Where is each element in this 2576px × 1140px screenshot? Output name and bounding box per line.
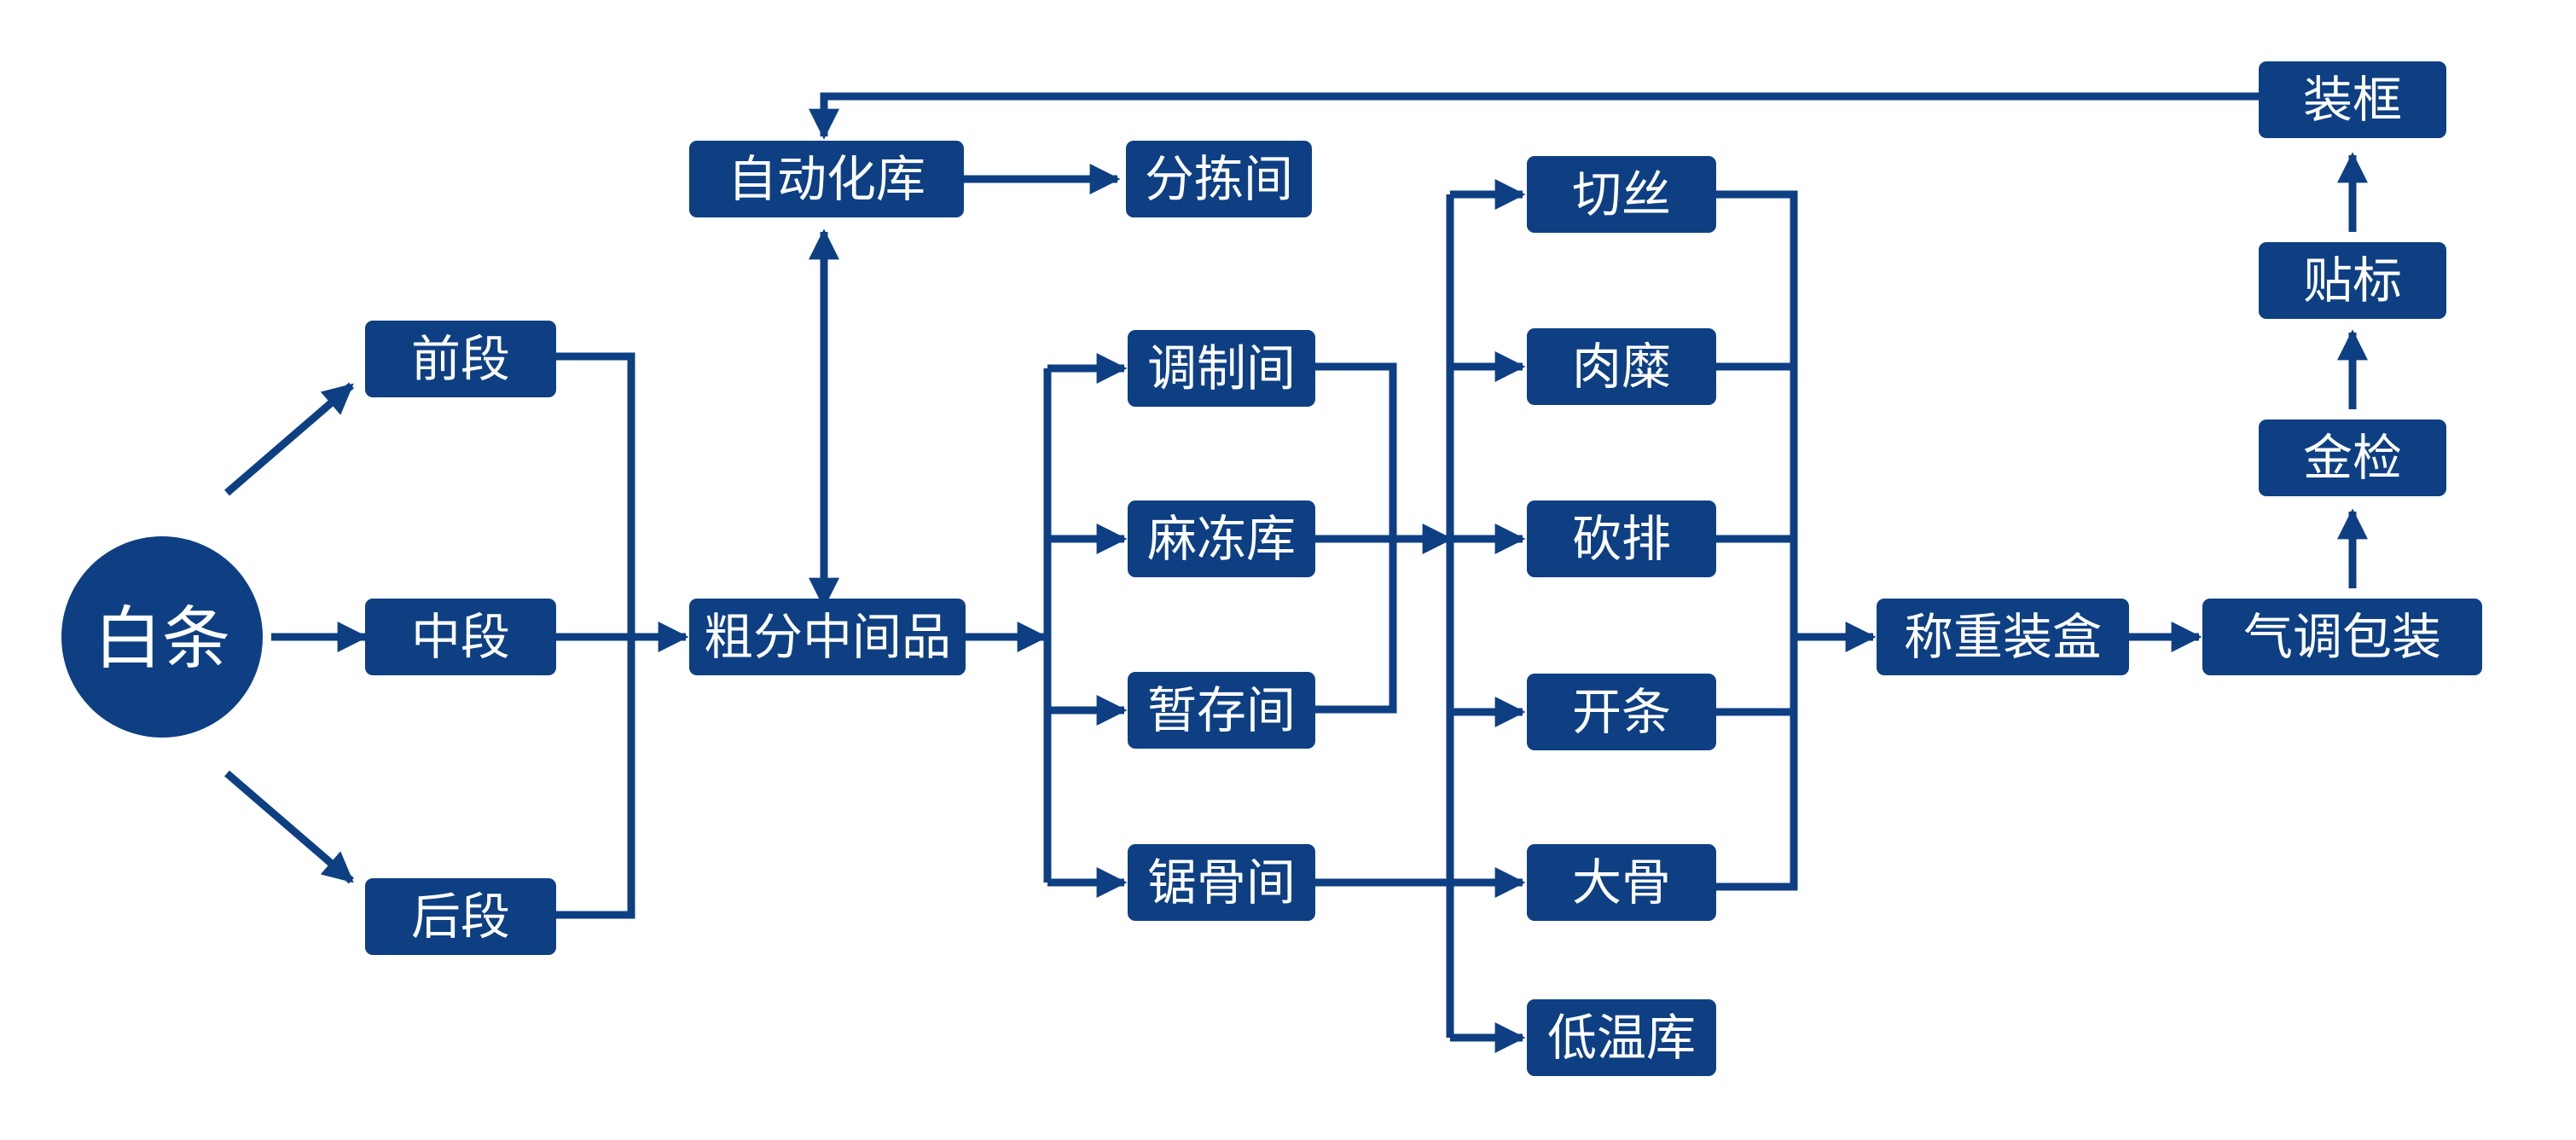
node-mince: 肉糜 <box>1527 328 1716 405</box>
node-big-bone-label: 大骨 <box>1572 854 1671 911</box>
node-rear: 后段 <box>365 878 556 955</box>
node-crate-label: 装框 <box>2303 71 2402 129</box>
arrow-start-to-front <box>224 382 354 496</box>
node-labeling-label: 贴标 <box>2303 252 2402 310</box>
node-temp-store: 暂存间 <box>1128 672 1315 749</box>
node-hemp-freeze-label: 麻冻库 <box>1147 510 1296 568</box>
node-seasoning-label: 调制间 <box>1147 339 1296 397</box>
node-rough-label: 粗分中间品 <box>704 608 951 666</box>
node-middle-label: 中段 <box>411 608 510 666</box>
node-sorting-label: 分拣间 <box>1145 150 1293 208</box>
node-front: 前段 <box>365 321 556 397</box>
node-crate: 装框 <box>2259 61 2446 138</box>
node-chop-ribs-label: 砍排 <box>1572 510 1671 568</box>
start-circle <box>61 536 263 738</box>
node-auto-store-label: 自动化库 <box>728 150 925 208</box>
node-big-bone: 大骨 <box>1527 844 1716 921</box>
node-strips: 开条 <box>1527 674 1716 750</box>
node-front-label: 前段 <box>411 330 510 388</box>
connectors <box>224 92 2368 1053</box>
node-shred: 切丝 <box>1527 156 1716 233</box>
node-auto-store: 自动化库 <box>689 141 964 217</box>
node-temp-store-label: 暂存间 <box>1147 681 1296 739</box>
node-weigh-box: 称重装盒 <box>1877 599 2129 675</box>
node-middle: 中段 <box>365 599 556 675</box>
start-label: 白条 <box>94 599 230 679</box>
node-seasoning: 调制间 <box>1128 330 1315 407</box>
node-rear-label: 后段 <box>411 888 510 946</box>
node-labeling: 贴标 <box>2259 242 2446 319</box>
node-cold-store-label: 低温库 <box>1547 1009 1696 1067</box>
node-mince-label: 肉糜 <box>1572 338 1671 396</box>
node-shred-label: 切丝 <box>1572 165 1671 223</box>
arrow-start-to-rear <box>224 770 354 884</box>
start-node: 白条 <box>61 536 263 738</box>
arrow-crate-to-autostore <box>809 92 2259 140</box>
node-rough: 粗分中间品 <box>689 599 966 675</box>
node-cold-store: 低温库 <box>1527 999 1716 1076</box>
node-map-pack-label: 气调包装 <box>2243 608 2441 666</box>
node-hemp-freeze: 麻冻库 <box>1128 501 1315 577</box>
node-map-pack: 气调包装 <box>2202 599 2482 675</box>
node-sorting: 分拣间 <box>1126 141 1312 217</box>
node-bone-saw: 锯骨间 <box>1128 844 1315 921</box>
node-metal-check-label: 金检 <box>2303 429 2402 487</box>
node-metal-check: 金检 <box>2259 420 2446 496</box>
node-strips-label: 开条 <box>1572 683 1671 741</box>
node-bone-saw-label: 锯骨间 <box>1147 854 1296 911</box>
node-weigh-box-label: 称重装盒 <box>1904 608 2102 666</box>
node-chop-ribs: 砍排 <box>1527 501 1716 577</box>
